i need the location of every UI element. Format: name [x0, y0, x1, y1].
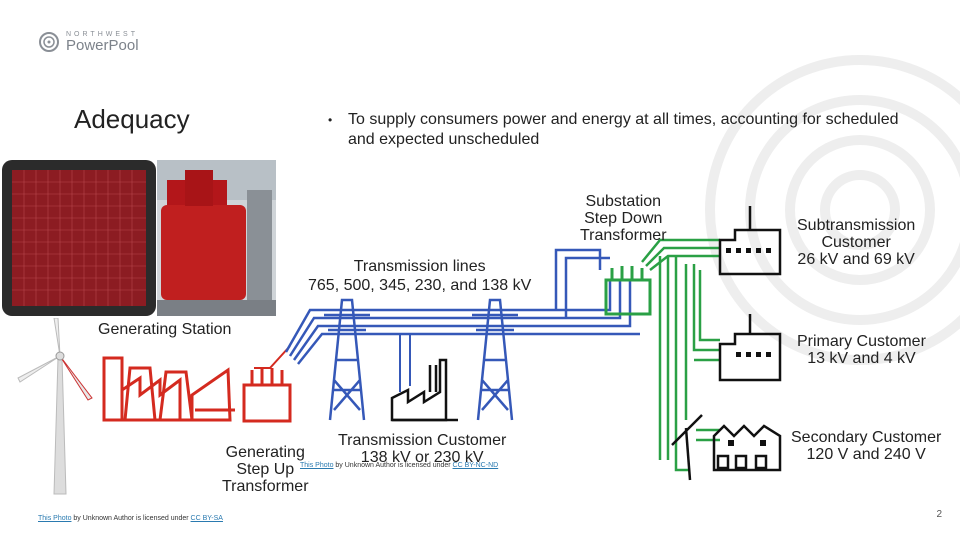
- distribution-lines: [641, 238, 720, 472]
- label-subtransmission-line3: 26 kV and 69 kV: [797, 251, 915, 268]
- distribution-pole-icon: [671, 414, 703, 481]
- diagram-credit-text: by Unknown Author is licensed under: [333, 462, 453, 469]
- logo-top-text: NORTHWEST: [66, 31, 138, 38]
- generating-station-icon: [102, 356, 235, 422]
- photo-credit-license-link[interactable]: CC BY-SA: [190, 515, 223, 522]
- label-secondary-customer: Secondary Customer 120 V and 240 V: [791, 429, 941, 463]
- bullet-dot: •: [328, 113, 333, 127]
- label-transmission-lines: Transmission lines 765, 500, 345, 230, a…: [308, 257, 531, 295]
- substation-transformer-icon: [604, 266, 652, 316]
- photo-credit-text: by Unknown Author is licensed under: [71, 515, 191, 522]
- swirl-logo-icon: [39, 32, 59, 52]
- subtransmission-customer-building-icon: [718, 206, 782, 276]
- page-number: 2: [936, 509, 942, 520]
- wind-turbine-image: [14, 318, 106, 496]
- label-primary-line2: 13 kV and 4 kV: [807, 350, 916, 367]
- label-transmission-lines-line1: Transmission lines: [353, 258, 486, 275]
- label-step-up-line1: Generating: [225, 444, 305, 461]
- label-transmission-customer-line2: 138 kV or 230 kV: [360, 449, 484, 466]
- label-substation: Substation Step Down Transformer: [580, 193, 667, 244]
- photo-credit: This Photo by Unknown Author is licensed…: [38, 515, 223, 522]
- label-step-up-transformer: Generating Step Up Transformer: [222, 444, 309, 495]
- label-transmission-customer: Transmission Customer 138 kV or 230 kV: [338, 432, 506, 466]
- step-up-transformer-icon: [242, 368, 292, 423]
- diagram-credit-photo-link[interactable]: This Photo: [300, 462, 334, 469]
- diagram-credit-license-link[interactable]: CC BY-NC-ND: [452, 462, 499, 469]
- label-secondary-line2: 120 V and 240 V: [806, 446, 926, 463]
- label-subtransmission-customer: Subtransmission Customer 26 kV and 69 kV: [797, 217, 915, 268]
- generator-image: [157, 160, 276, 316]
- label-step-up-line2: Step Up: [236, 461, 295, 478]
- logo-main-text: PowerPool: [66, 37, 139, 54]
- transmission-customer-factory-icon: [390, 358, 458, 422]
- label-secondary-line1: Secondary Customer: [791, 429, 942, 446]
- northwest-powerpool-logo: NORTHWEST PowerPool: [38, 28, 139, 56]
- label-step-up-line3: Transformer: [222, 478, 309, 495]
- slide-title: Adequacy: [74, 104, 190, 134]
- power-grid-diagram: [102, 206, 782, 481]
- label-substation-line3: Transformer: [580, 227, 667, 244]
- label-transmission-customer-line1: Transmission Customer: [338, 432, 507, 449]
- label-transmission-lines-line2: 765, 500, 345, 230, and 138 kV: [308, 277, 532, 294]
- transmission-tower-1: [324, 298, 370, 421]
- label-substation-line2: Step Down: [584, 210, 663, 227]
- solar-panel-image: [2, 160, 156, 316]
- photo-credit-photo-link[interactable]: This Photo: [38, 515, 72, 522]
- bullet-item: • To supply consumers power and energy a…: [328, 110, 908, 150]
- label-substation-line1: Substation: [585, 193, 662, 210]
- label-primary-line1: Primary Customer: [797, 333, 926, 350]
- transmission-lines: [284, 248, 640, 365]
- transmission-tower-2: [472, 298, 518, 421]
- secondary-customer-house-icon: [712, 424, 782, 472]
- label-generating-station: Generating Station: [98, 321, 232, 338]
- label-primary-customer: Primary Customer 13 kV and 4 kV: [797, 333, 926, 367]
- primary-customer-building-icon: [718, 314, 782, 382]
- label-subtransmission-line1: Subtransmission: [797, 217, 916, 234]
- diagram-credit: This Photo by Unknown Author is licensed…: [300, 462, 498, 469]
- bullet-text: To supply consumers power and energy at …: [348, 111, 899, 148]
- label-subtransmission-line2: Customer: [821, 234, 891, 251]
